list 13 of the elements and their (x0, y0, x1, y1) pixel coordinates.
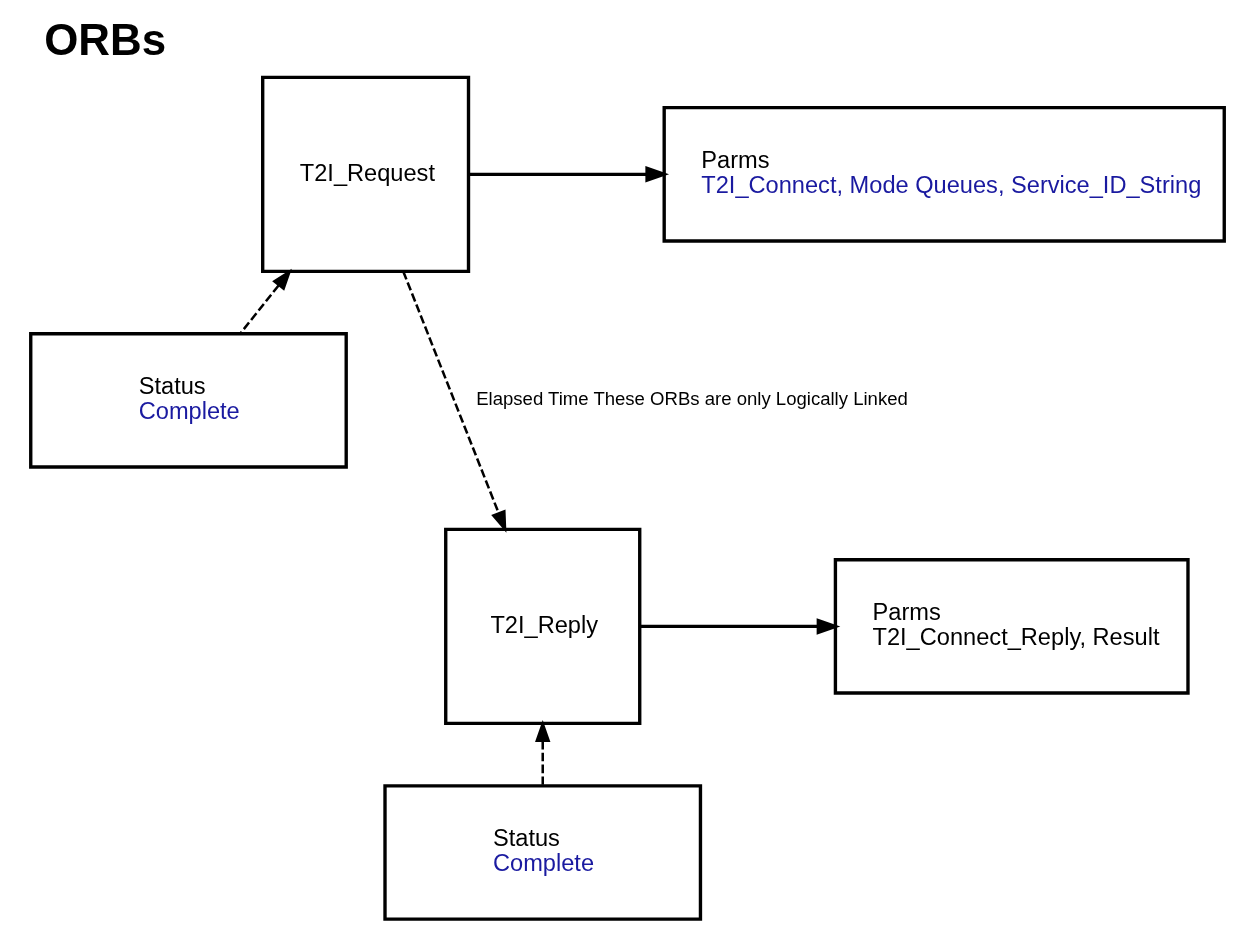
node-box: T2I_Request (260, 75, 470, 273)
node-box: Status Complete (382, 784, 702, 921)
node-box: Parms T2I_Connect, Mode Queues, Service_ID_String (662, 106, 1226, 243)
arrow (401, 271, 506, 533)
node-box: T2I_Reply (443, 527, 641, 726)
diagram-title: ORBs (43, 15, 166, 65)
arrow (534, 720, 550, 786)
arrow (639, 618, 840, 635)
arrow (468, 166, 669, 183)
edge-label: Elapsed Time These ORBs are only Logically Linked (475, 388, 908, 410)
node-box: Status Complete (28, 332, 348, 469)
arrow (239, 268, 292, 334)
node-box: Parms T2I_Connect_Reply, Result (833, 558, 1190, 695)
